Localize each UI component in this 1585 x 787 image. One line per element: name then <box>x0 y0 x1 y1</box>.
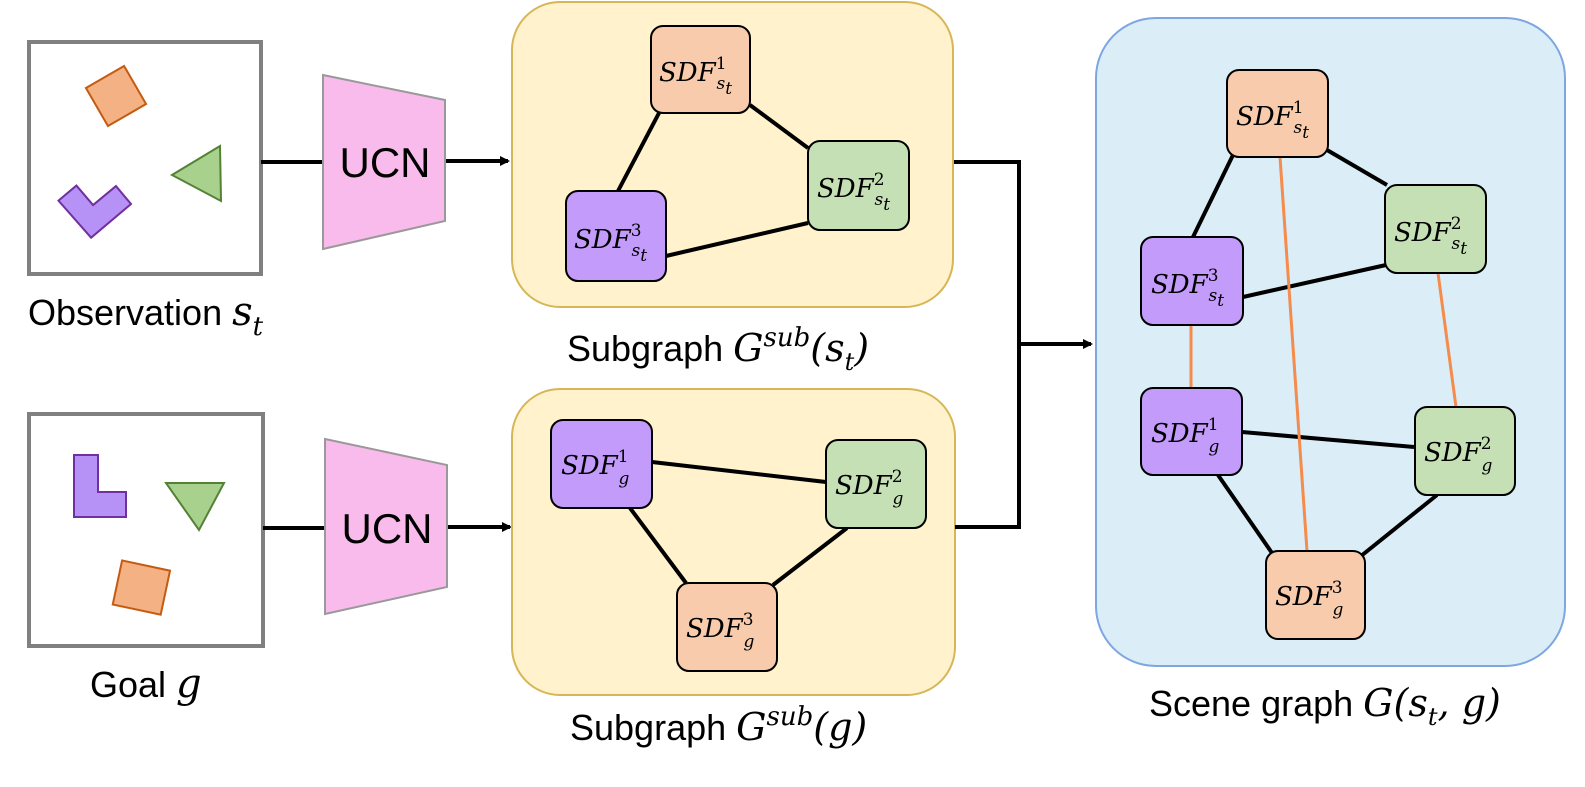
node-box <box>1226 69 1329 158</box>
edge <box>1191 154 1235 238</box>
encoder-trapezoid <box>324 437 448 616</box>
encoder-label: UCN <box>342 505 433 552</box>
correspondence-edge <box>1278 156 1309 552</box>
node-box <box>1384 184 1487 274</box>
encoder-label: UCN <box>340 139 431 186</box>
node-box <box>825 439 927 529</box>
scene-graph-caption: Scene graph G(st, g) <box>1149 681 1501 731</box>
node-box <box>1140 387 1243 476</box>
l-shape-purple <box>73 454 127 518</box>
merge-connector <box>954 160 1021 529</box>
subgraph-goal-caption: Subgraph Gsub(g) <box>570 702 867 749</box>
scene-graph <box>1095 17 1566 667</box>
l-shape-purple <box>57 184 133 240</box>
observation-caption: Observation st <box>28 289 264 342</box>
edge <box>651 460 827 484</box>
edge <box>1242 263 1387 299</box>
triangle-green <box>164 482 226 532</box>
goal-panel <box>27 412 265 648</box>
edge <box>628 506 688 585</box>
encoder-trapezoid <box>322 73 446 251</box>
scene-graph-box <box>1095 17 1566 667</box>
node-box <box>550 419 653 509</box>
triangle-green <box>169 144 223 203</box>
edge <box>1216 473 1274 555</box>
edge <box>665 221 809 258</box>
goal-caption: Goal g <box>90 661 202 707</box>
node-box <box>1265 550 1366 640</box>
node-box <box>1140 236 1244 326</box>
node-box <box>650 25 751 114</box>
edge <box>1325 148 1389 187</box>
correspondence-edge <box>1436 272 1458 408</box>
encoder-bottom: UCN <box>324 437 448 616</box>
subgraph-state-caption: Subgraph Gsub(st) <box>567 323 869 376</box>
encoder-top: UCN <box>322 73 446 251</box>
edge <box>1359 493 1439 558</box>
edge <box>616 112 661 192</box>
node-box <box>676 582 778 672</box>
edge <box>748 103 810 150</box>
orange-square-shape <box>84 64 148 128</box>
observation-panel <box>27 40 263 276</box>
edge <box>771 526 849 587</box>
orange-square-shape <box>111 559 172 616</box>
node-box <box>565 190 667 282</box>
node-box <box>1414 406 1516 496</box>
edge <box>1241 430 1415 449</box>
node-box <box>807 140 910 231</box>
observation-frame <box>27 40 263 276</box>
